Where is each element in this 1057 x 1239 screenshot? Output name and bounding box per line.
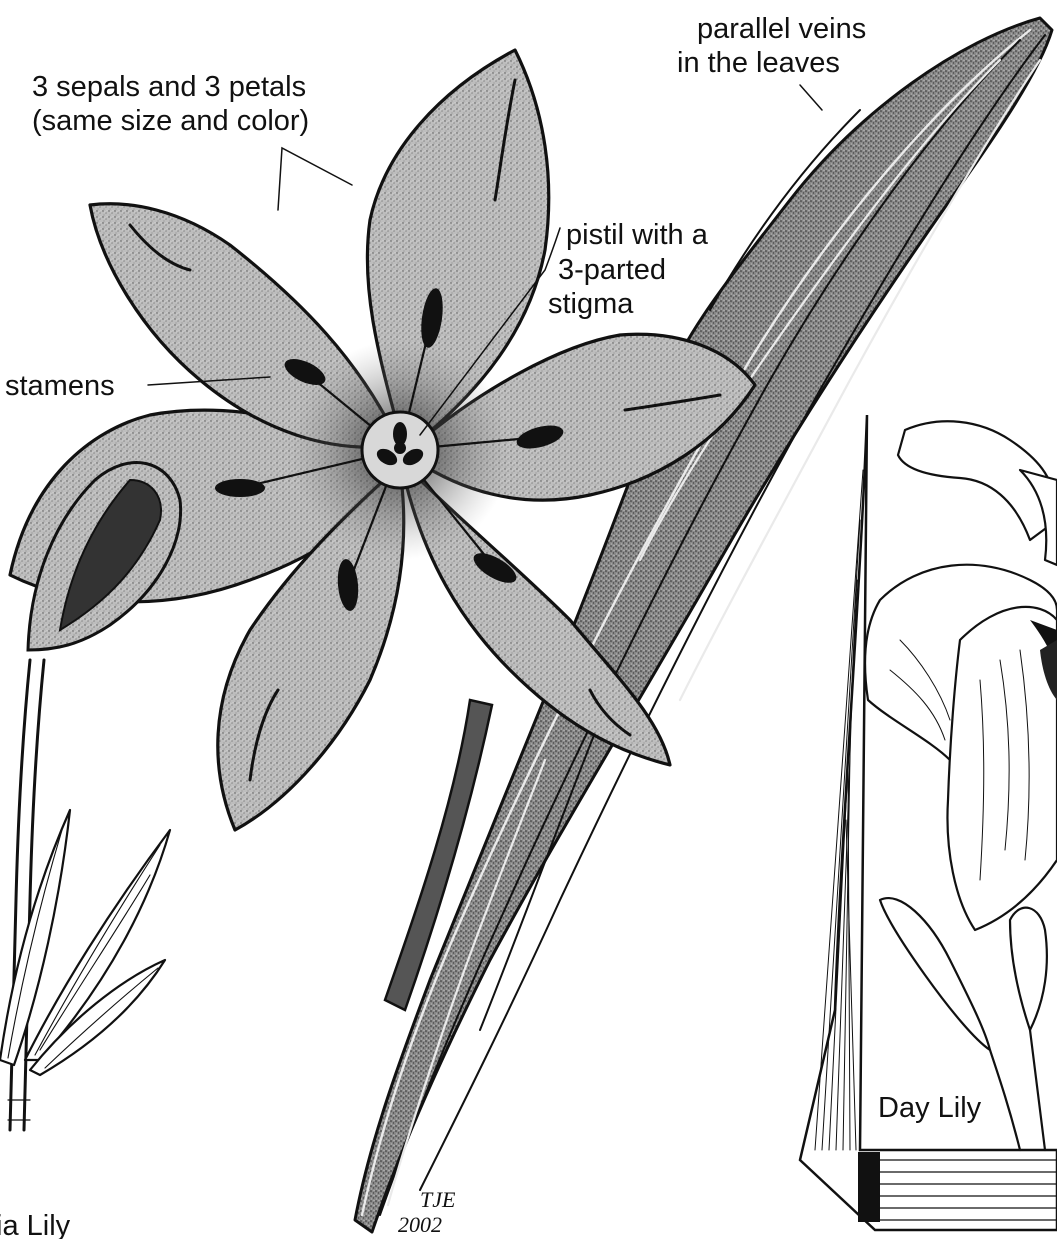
label-left-plant-fragment: ia Lily [0, 1210, 71, 1239]
label-pistil-1: pistil with a [566, 219, 709, 251]
artist-initials: TJE [420, 1187, 456, 1212]
label-pistil-2: 3-parted [558, 254, 666, 286]
label-pistil-3: stigma [548, 288, 634, 320]
label-parallel-veins-1: parallel veins [697, 13, 866, 45]
label-parallel-veins-2: in the leaves [677, 47, 840, 79]
artist-year: 2002 [398, 1212, 442, 1237]
label-sepals-petals-1: 3 sepals and 3 petals [32, 71, 306, 103]
label-sepals-petals-2: (same size and color) [32, 105, 309, 137]
lily-flower [10, 50, 755, 830]
label-day-lily: Day Lily [878, 1092, 982, 1124]
label-stamens: stamens [5, 370, 115, 402]
